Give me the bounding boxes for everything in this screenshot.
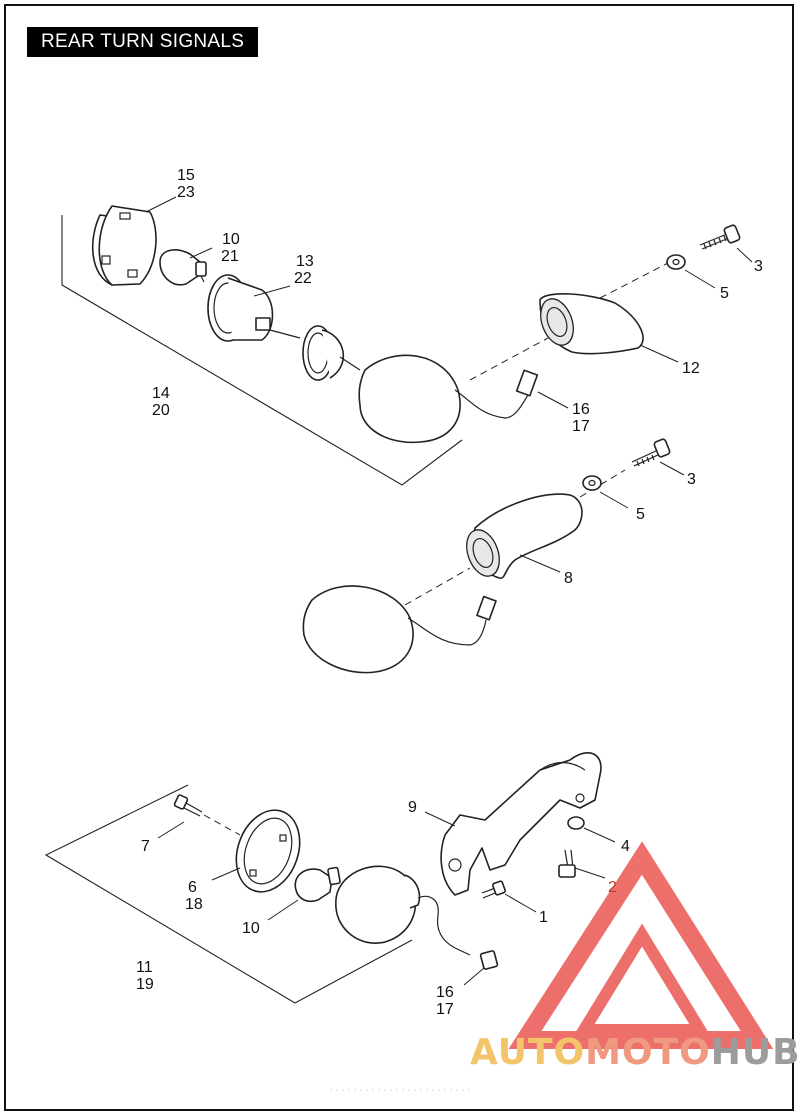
callout-10-upper: 10 [222, 231, 240, 248]
callout-23: 23 [177, 184, 195, 201]
watermark-hub: HUB [710, 1032, 800, 1073]
housing-part-12 [539, 293, 644, 355]
leader-4 [583, 827, 616, 843]
lens-dome-lower [335, 865, 421, 944]
watermark-moto: MOTO [585, 1032, 711, 1073]
lens-ring-part-15 [91, 205, 157, 286]
callout-17-upper: 17 [572, 418, 590, 435]
callout-2: 2 [608, 879, 617, 896]
mount-bracket-part-9 [440, 752, 602, 896]
leader-3-upper [736, 247, 753, 263]
socket-part-13 [207, 274, 301, 342]
callout-1: 1 [539, 909, 548, 926]
assembly-bracket-lower [44, 784, 413, 1004]
leader-10-upper [189, 247, 213, 259]
callout-16-lower: 16 [436, 984, 454, 1001]
leader-16-lower [463, 967, 485, 986]
dash-alignment-upper-2 [599, 261, 671, 299]
leader-15 [145, 196, 177, 213]
leader-12 [639, 344, 679, 363]
callout-5-upper: 5 [720, 285, 729, 302]
leader-1 [504, 893, 537, 913]
callout-17-lower: 17 [436, 1001, 454, 1018]
callout-10-lower: 10 [242, 920, 260, 937]
diagram-frame [4, 4, 794, 1111]
leader-13 [253, 285, 291, 297]
callout-12: 12 [682, 360, 700, 377]
callout-6: 6 [188, 879, 197, 896]
connector-part-16-lower [479, 950, 499, 970]
washer-part-5-middle [582, 475, 602, 491]
wire-lead-middle [407, 617, 487, 646]
callout-21: 21 [221, 248, 239, 265]
leader-7 [157, 821, 185, 839]
dash-alignment-lower [203, 814, 241, 836]
callout-5-middle: 5 [636, 506, 645, 523]
housing-part-8 [466, 493, 583, 579]
screw-part-7 [173, 794, 203, 817]
leader-16-upper [537, 391, 569, 409]
washer-part-5-upper [666, 254, 686, 270]
leader-9 [424, 811, 456, 827]
watermark-text: AUTOMOTOHUB [470, 1032, 800, 1073]
bulb-part-10-lower [294, 866, 341, 903]
callout-19: 19 [136, 976, 154, 993]
callout-7: 7 [141, 838, 150, 855]
dash-alignment-upper-1 [469, 337, 549, 381]
wire-lead-upper [454, 389, 529, 419]
screw-part-3-upper [699, 224, 741, 250]
callout-labels: 15 23 10 21 13 22 14 20 3 5 12 16 17 3 5… [136, 167, 763, 1018]
callout-13: 13 [296, 253, 314, 270]
screw-part-1 [481, 880, 506, 899]
leader-6 [211, 867, 241, 881]
page-title: REAR TURN SIGNALS [27, 27, 259, 57]
callout-3-upper: 3 [754, 258, 763, 275]
dash-alignment-mid-2 [404, 567, 471, 606]
washer-part-4 [567, 816, 585, 830]
callout-4: 4 [621, 838, 630, 855]
callout-11: 11 [136, 959, 153, 976]
callout-8: 8 [564, 570, 573, 587]
callout-3-middle: 3 [687, 471, 696, 488]
callout-20: 20 [152, 402, 170, 419]
callout-16-upper: 16 [572, 401, 590, 418]
callout-22: 22 [294, 270, 312, 287]
wire-lead-lower [417, 895, 456, 949]
callout-14: 14 [152, 385, 170, 402]
watermark-auto: AUTO [470, 1032, 586, 1073]
bulb-part-10-upper [159, 249, 207, 286]
watermark-logo [508, 841, 774, 1049]
leader-3-middle [659, 461, 685, 476]
lens-dome-part-14 [358, 354, 461, 444]
callout-18: 18 [185, 896, 203, 913]
lens-dome-middle [302, 585, 414, 674]
lens-ring-part-6 [235, 809, 301, 893]
bolt-part-2 [558, 849, 576, 878]
wire-terminal-lower [454, 947, 471, 956]
connector-middle [476, 595, 497, 621]
dash-alignment-mid-1 [579, 469, 626, 498]
leader-5-upper [684, 269, 716, 289]
grommet-upper [302, 325, 361, 381]
leader-5-middle [599, 491, 629, 509]
leader-8 [519, 554, 561, 573]
assembly-bracket-upper [61, 215, 463, 486]
screw-part-3-middle [631, 438, 671, 467]
leader-10-lower [267, 899, 299, 921]
connector-part-16-upper [515, 369, 539, 397]
callout-15: 15 [177, 167, 195, 184]
callout-9: 9 [408, 799, 417, 816]
leader-2 [574, 867, 606, 879]
